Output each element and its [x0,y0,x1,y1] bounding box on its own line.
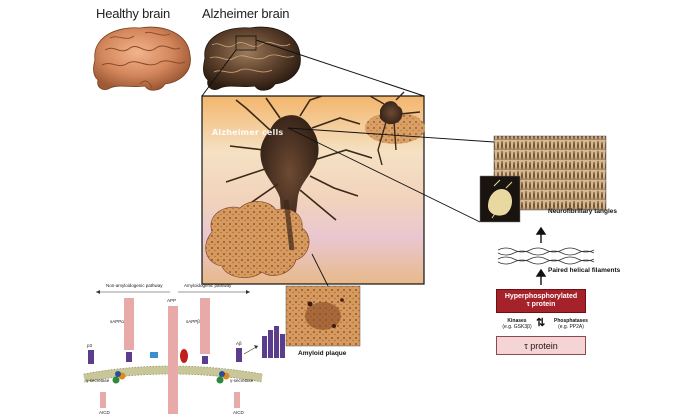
p3-label: p3 [87,343,93,348]
alzheimer-cells-inset [201,91,425,285]
amyloidogenic-label: Amyloidogenic pathway [184,283,232,288]
app-label: APP [167,298,177,303]
sappb-label: sAPPβ [186,319,200,324]
kinases-label: Kinases (e.g. GSK3β) [502,318,532,330]
phosphatases-label: Phosphatases (e.g. PP2A) [554,318,588,330]
gamma-secretase-left-label: γ-secretase [86,378,110,383]
sappa-label: sAPPα [110,319,124,324]
alzheimer-brain-title: Alzheimer brain [202,6,290,21]
abeta-label: Aβ [236,341,242,346]
app-processing-diagram [83,290,285,414]
hyper-line1: Hyperphosphorylated [504,293,578,300]
amyloid-plaque-label: Amyloid plaque [298,350,347,357]
nft-label: Neurofibrillary tangles [548,208,617,215]
phf-label: Paired helical filaments [548,267,621,274]
hyper-line2: τ protein [526,301,556,308]
healthy-brain-illustration [93,26,191,91]
tangle-pathway-arrows [535,226,547,285]
alzheimer-cells-label: Alzheimer cells [212,128,284,137]
equilibrium-arrows-icon: ⇅ [536,317,546,329]
tau-protein-box: τ protein [496,336,586,355]
aicd-right-label: AICD [233,410,244,415]
gamma-secretase-right-label: γ-secretase [230,378,254,383]
hyperphosphorylated-tau-box: Hyperphosphorylated τ protein [496,289,586,313]
healthy-brain-title: Healthy brain [96,6,170,21]
aicd-left-label: AICD [99,410,110,415]
nft-histology-image [479,135,607,223]
amyloid-plaque-image [285,285,361,347]
non-amyloidogenic-label: Non-amyloidogenic pathway [106,283,163,288]
paired-helical-filaments [497,247,595,265]
alzheimer-brain-illustration [203,26,301,91]
